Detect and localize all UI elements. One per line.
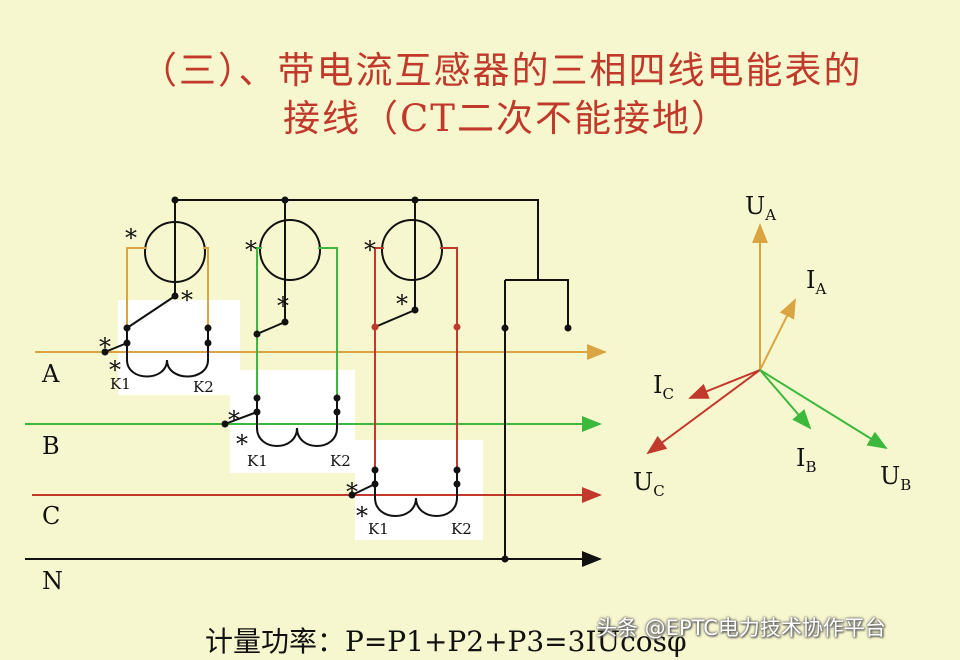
polarity-mark-v2: *: [245, 236, 257, 264]
ct-coil-2: [256, 412, 338, 447]
slide-title-line1: （三）、带电流互感器的三相四线电能表的: [140, 49, 863, 92]
phasor-ic: [688, 369, 761, 399]
polarity-mark-k3: *: [356, 502, 368, 530]
phasor-label-ib: IB: [796, 444, 817, 476]
terminal-k1-1: K1: [110, 375, 131, 393]
polarity-mark-k1: *: [109, 356, 121, 384]
slide-title-line2: 接线（CT二次不能接地）: [283, 97, 730, 140]
watermark: 头条 @EPTC电力技术协作平台: [596, 616, 886, 640]
phasor-uc: [646, 369, 761, 455]
phasor-diagram: UA IA IC UC IB UB: [633, 192, 911, 500]
phasor-label-ub: UB: [880, 462, 911, 494]
meter-element-2: * * * * K1 K2: [221, 215, 351, 470]
ct-coil-1: [126, 343, 209, 378]
terminal-k2-2: K2: [330, 452, 351, 470]
meter-coil-3: [381, 219, 443, 281]
power-formula: 计量功率：P=P1+P2+P3=3IUcosφ: [205, 625, 687, 658]
line-label-n: N: [42, 567, 63, 595]
polarity-mark-k2: *: [236, 430, 248, 458]
polarity-mark-s1: *: [181, 286, 193, 314]
phasor-ia: [759, 298, 796, 371]
phasor-label-ia: IA: [806, 266, 826, 298]
meter-coil-2: [259, 219, 321, 281]
phasor-label-ic: IC: [653, 371, 674, 403]
line-label-c: C: [42, 502, 60, 530]
polarity-mark-s3: *: [396, 290, 408, 318]
terminal-k2-1: K2: [193, 378, 214, 396]
phasor-ib: [759, 369, 812, 430]
polarity-mark-v1: *: [125, 224, 137, 252]
terminal-k1-3: K1: [368, 520, 389, 538]
line-label-a: A: [41, 360, 60, 388]
polarity-mark-s2: *: [277, 292, 289, 320]
ct-coil-3: [374, 484, 458, 517]
terminal-k1-2: K1: [247, 452, 268, 470]
terminal-k2-3: K2: [451, 520, 472, 538]
polarity-mark-v3: *: [364, 236, 376, 264]
line-label-b: B: [42, 432, 60, 460]
phasor-label-ua: UA: [745, 192, 776, 224]
phasor-label-uc: UC: [633, 468, 665, 500]
polarity-mark-l1: *: [99, 333, 111, 361]
polarity-mark-l3: *: [346, 478, 358, 506]
polarity-mark-l2: *: [228, 406, 240, 434]
meter-element-3: * * * * K1 K2: [346, 215, 472, 538]
phasor-ub: [759, 369, 888, 450]
meter-element-1: * * * * K1 K2: [99, 215, 214, 396]
